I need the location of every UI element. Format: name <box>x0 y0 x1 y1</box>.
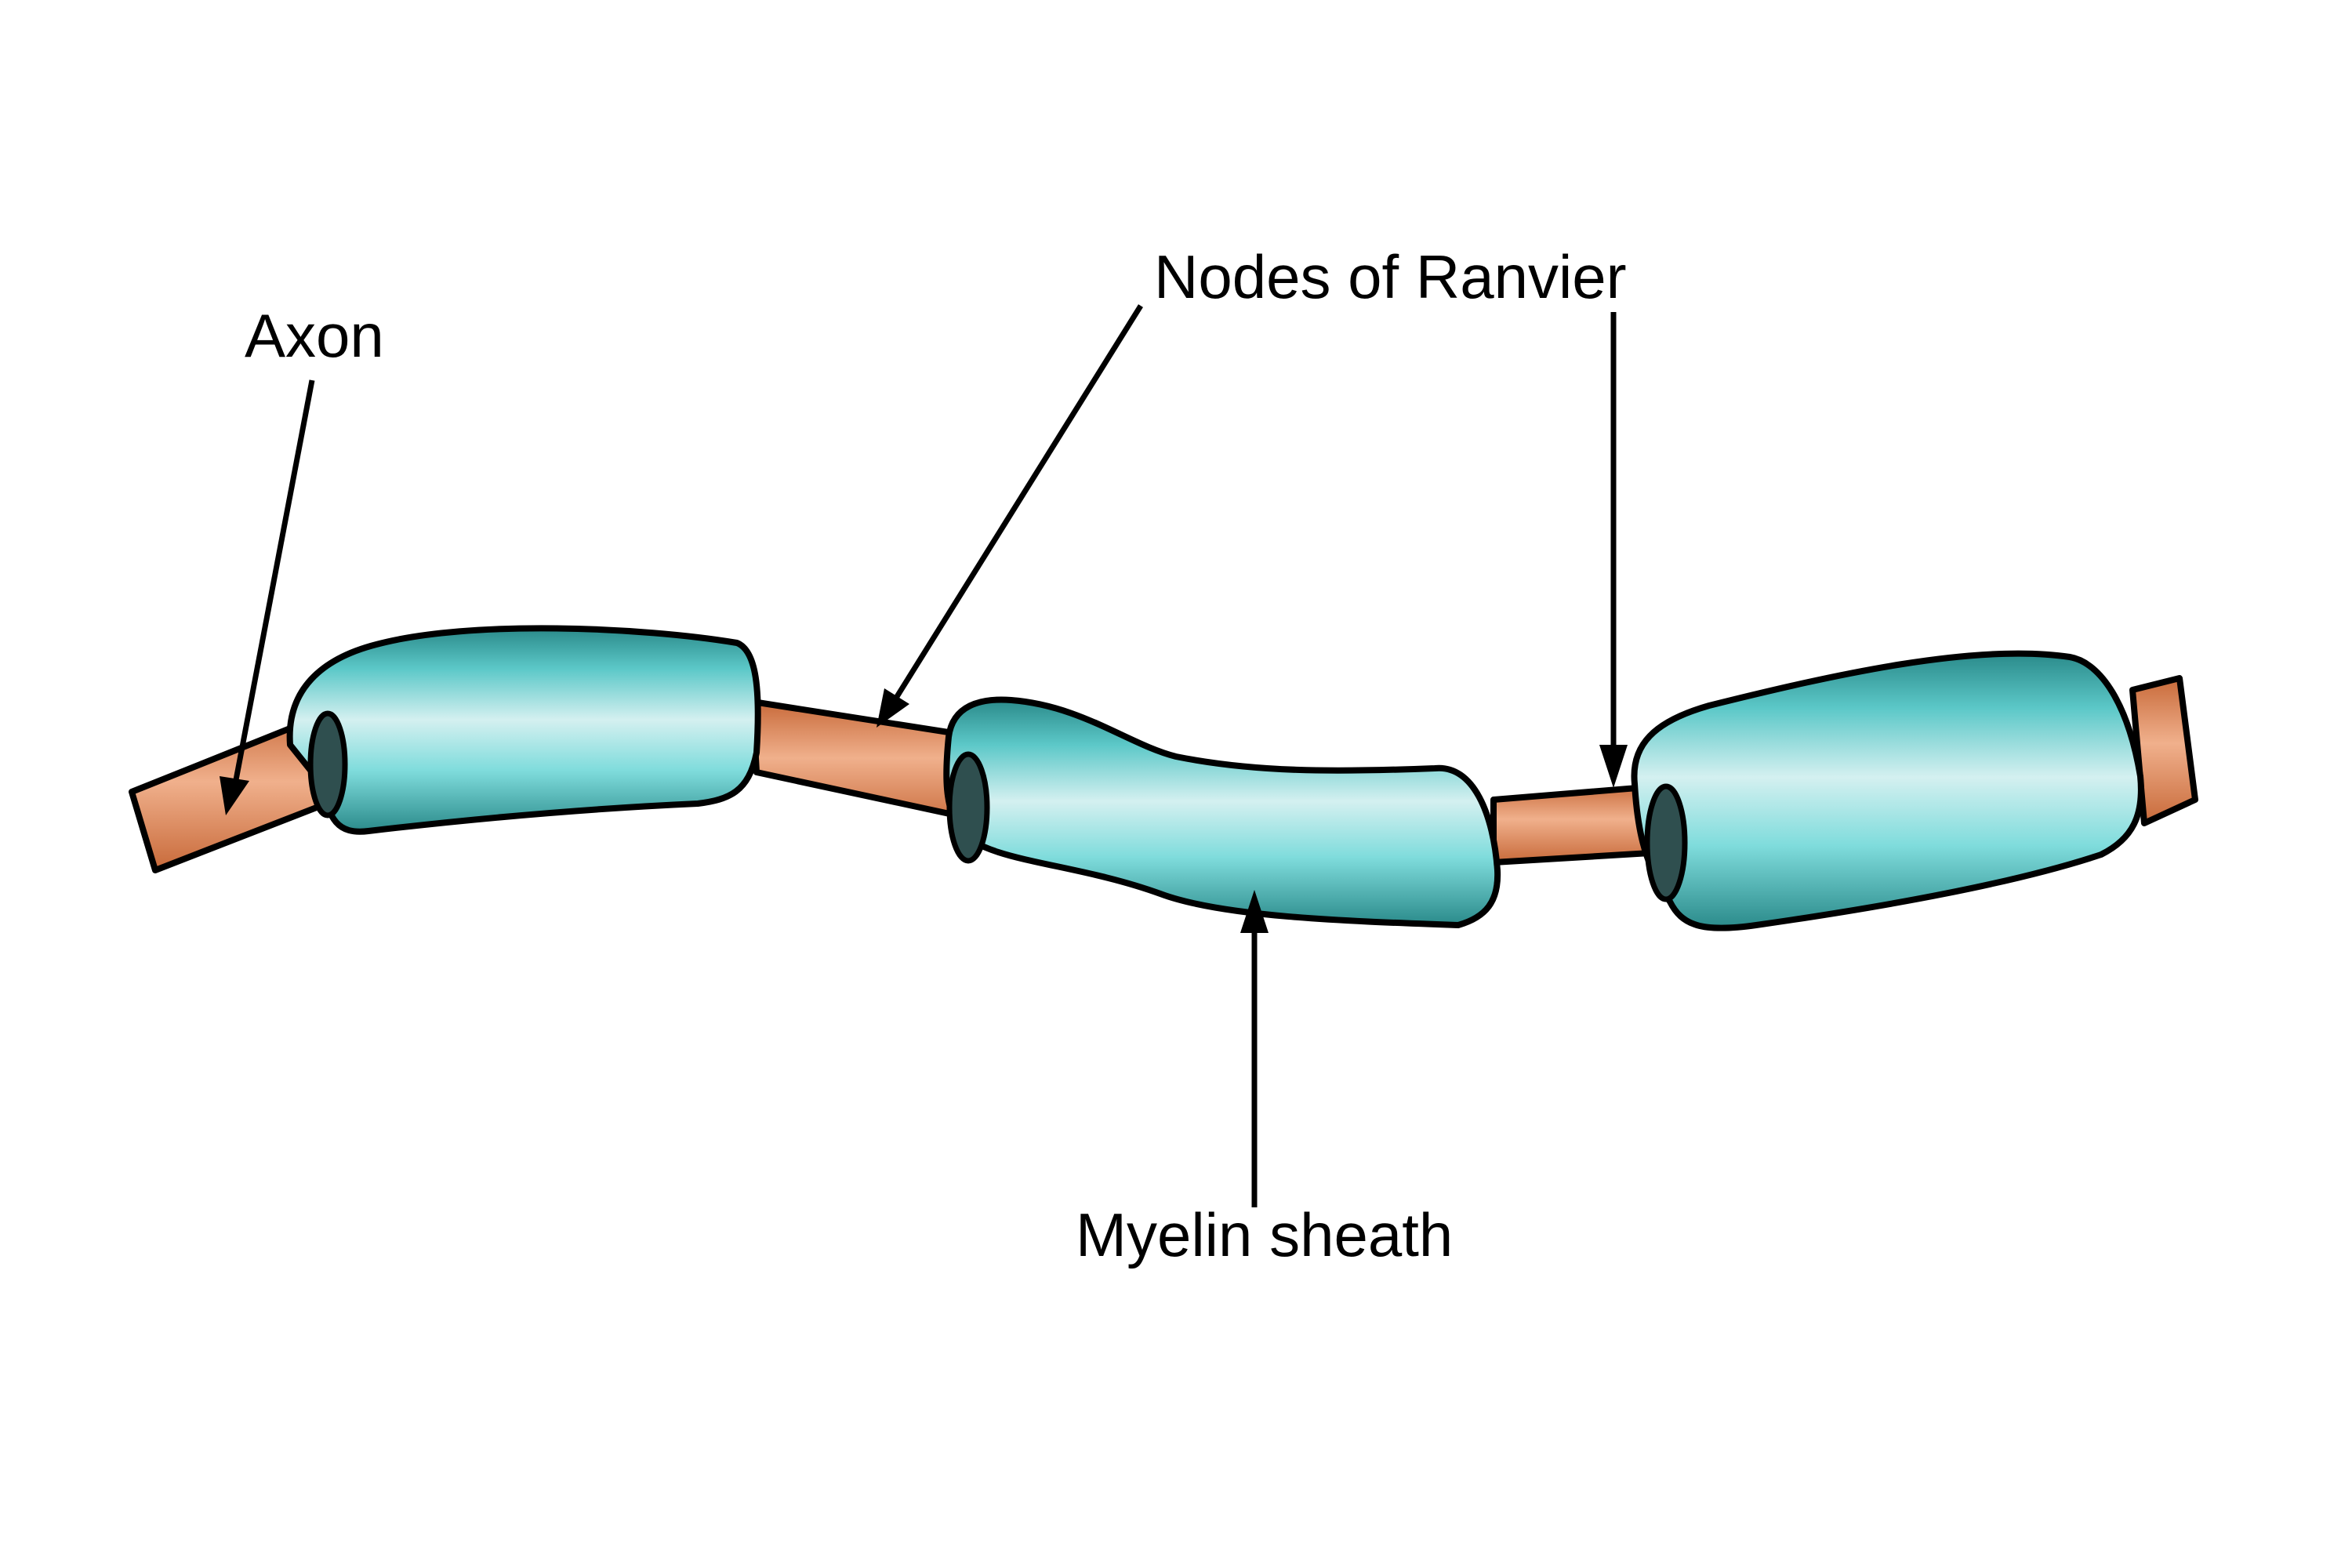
myelin-sheath-label: Myelin sheath <box>1076 1200 1453 1269</box>
myelin-sheaths <box>286 625 2144 931</box>
sheath-3-opening <box>1644 783 1688 902</box>
axon-arrowhead <box>220 776 249 815</box>
nodes-pointers <box>877 304 1628 788</box>
myelin-sheath-segment-3 <box>1631 650 2144 931</box>
node-2-arrowhead <box>1599 745 1628 788</box>
myelin-sheath-segment-2 <box>943 696 1501 928</box>
myelin-arrowhead <box>1240 890 1269 933</box>
sheath-2-opening <box>946 751 990 864</box>
myelin-pointer <box>1240 890 1269 1207</box>
axon-pointer <box>220 379 315 815</box>
nodes-of-ranvier-label: Nodes of Ranvier <box>1154 242 1627 311</box>
myelin-sheath-segment-1 <box>286 625 761 835</box>
node-1-arrowhead <box>877 688 909 728</box>
sheath-1-opening <box>307 710 348 818</box>
axon-label: Axon <box>245 301 384 370</box>
node-1-leader-line <box>891 304 1143 703</box>
axon-leader-line <box>232 379 315 785</box>
